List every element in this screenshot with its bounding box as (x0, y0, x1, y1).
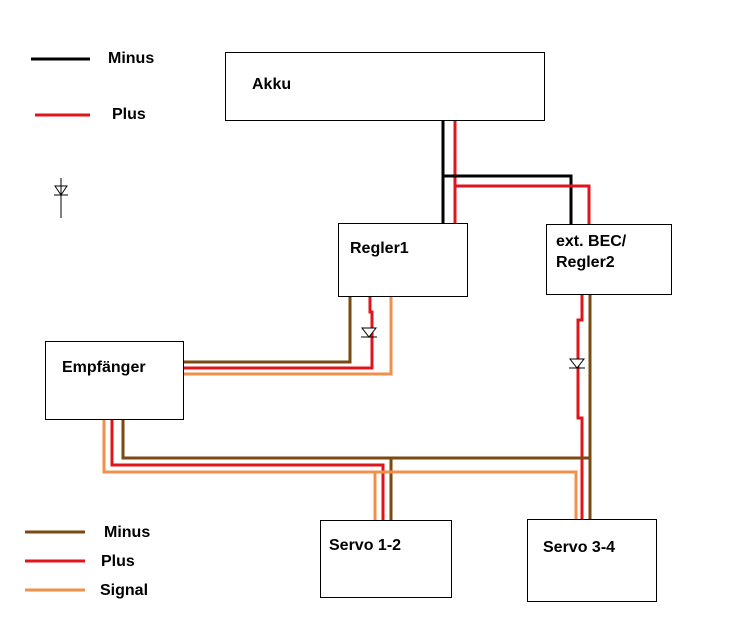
regler1-empf-plus (184, 297, 374, 370)
servo34-label: Servo 3-4 (543, 539, 616, 556)
empf-servo-minus (121, 420, 590, 460)
bec-servo34-plus (576, 295, 584, 521)
regler1-label: Regler1 (350, 240, 409, 257)
bec-label-line2: Regler2 (556, 254, 615, 271)
regler1-empf-signal (184, 297, 393, 376)
legend-bottom-minus-label: Minus (104, 524, 151, 541)
empfaenger-box: Empfänger (45, 341, 184, 420)
regler1-diode-icon (360, 327, 378, 338)
legend-top-minus-label: Minus (108, 50, 155, 67)
akku-label: Akku (252, 76, 292, 93)
akku-bec-plus (455, 184, 591, 225)
bec-regler2-box: ext. BEC/ Regler2 (546, 224, 672, 295)
legend-bottom-signal-label: Signal (100, 582, 149, 599)
regler1-box: Regler1 (338, 223, 468, 297)
bec-diode-icon (568, 358, 586, 369)
akku-bec-minus (443, 174, 573, 225)
servo34-box: Servo 3-4 (527, 519, 657, 602)
regler1-empf-minus (184, 297, 352, 364)
empf-servo12-plus (110, 420, 385, 521)
servo12-label: Servo 1-2 (329, 537, 402, 554)
legend-top-plus-label: Plus (112, 106, 146, 123)
empf-servo34-signal (104, 470, 578, 521)
bec-label-line1: ext. BEC/ (556, 233, 627, 250)
legend-bottom-plus-label: Plus (101, 553, 135, 570)
servo12-box: Servo 1-2 (320, 520, 452, 598)
empfaenger-label: Empfänger (62, 359, 146, 376)
legend-diode-icon (54, 178, 68, 218)
akku-box: Akku (225, 52, 545, 121)
